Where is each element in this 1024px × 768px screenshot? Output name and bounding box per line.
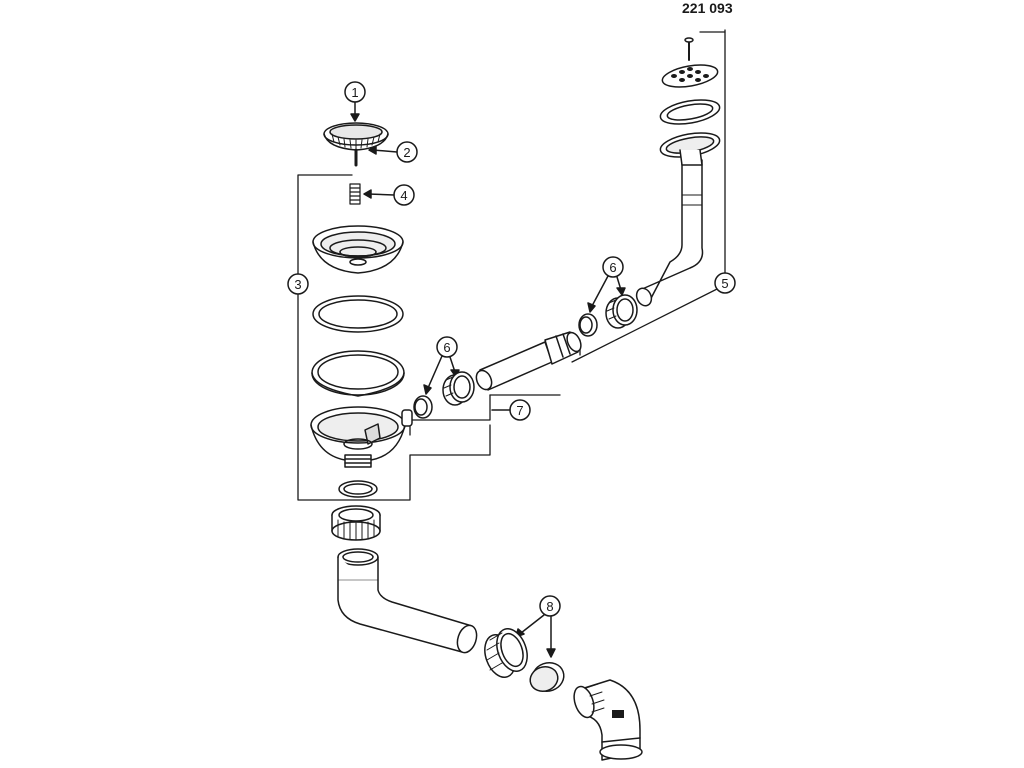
bracket-lines <box>297 29 726 501</box>
rubber-seal-ring <box>311 350 405 397</box>
callout-4: 4 <box>363 184 415 206</box>
overflow-head <box>659 132 721 166</box>
gasket-8 <box>529 662 565 693</box>
callout-7: 7 <box>491 399 531 421</box>
overflow-cover <box>661 64 719 88</box>
connecting-pipe <box>475 331 582 391</box>
drain-body <box>310 406 413 468</box>
union-nut-6b <box>605 294 638 329</box>
seal-ring-6b <box>578 313 598 337</box>
callout-3: 3 <box>287 273 309 295</box>
callout-5-label: 5 <box>721 276 728 291</box>
callouts: 1 2 4 3 5 6 <box>287 81 736 658</box>
callout-5: 5 <box>714 272 736 294</box>
callout-6b: 6 <box>587 256 626 313</box>
seal-ring-6a <box>413 395 433 419</box>
callout-7-label: 7 <box>516 403 523 418</box>
callout-1-label: 1 <box>351 85 358 100</box>
strainer-bowl-top <box>312 225 404 274</box>
overflow-pipe <box>635 159 704 307</box>
callout-6a: 6 <box>423 336 460 395</box>
strainer-basket-part <box>323 122 389 167</box>
callout-6b-label: 6 <box>609 260 616 275</box>
callout-3-label: 3 <box>294 277 301 292</box>
overflow-gasket <box>659 99 721 125</box>
callout-8: 8 <box>515 595 561 658</box>
screw <box>684 37 694 61</box>
callout-1: 1 <box>344 81 366 122</box>
callout-4-label: 4 <box>400 188 407 203</box>
flat-gasket <box>312 295 404 333</box>
callout-2: 2 <box>368 141 418 163</box>
callout-2-label: 2 <box>403 145 410 160</box>
union-nut-8 <box>484 628 528 678</box>
elbow-fitting <box>573 679 643 761</box>
part-number-label: 221 093 <box>682 0 733 16</box>
callout-6a-label: 6 <box>443 340 450 355</box>
union-nut-top <box>331 505 381 541</box>
j-bend-pipe <box>337 548 478 654</box>
callout-8-label: 8 <box>546 599 553 614</box>
union-nut-6a <box>442 371 475 406</box>
spring-part <box>349 183 361 205</box>
small-gasket <box>338 480 378 498</box>
